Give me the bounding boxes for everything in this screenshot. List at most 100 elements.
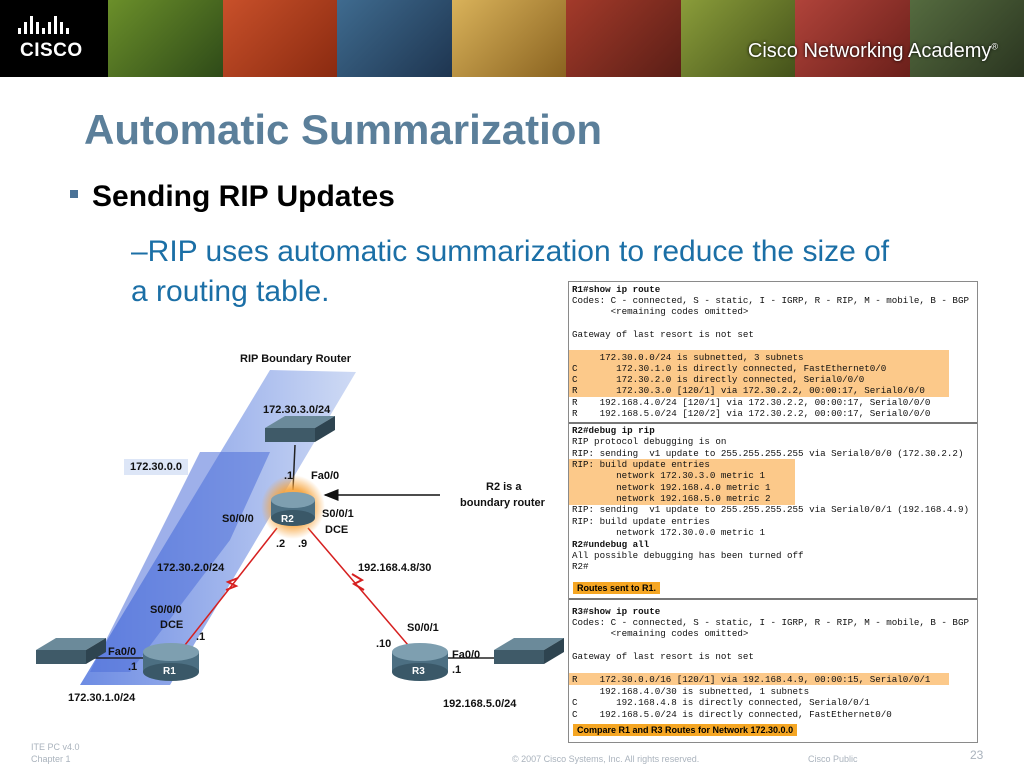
terminal-line: 192.168.4.0/30 is subnetted, 1 subnets: [572, 686, 810, 697]
terminal-line: C 172.30.2.0 is directly connected, Seri…: [572, 374, 865, 385]
r2-s001-ip-label: .9: [298, 538, 308, 550]
footer-course: ITE PC v4.0: [31, 742, 80, 752]
terminal-line: Gateway of last resort is not set: [572, 651, 754, 662]
r3-fa-ip-label: .1: [452, 664, 462, 676]
topology-svg: [36, 370, 564, 685]
r1-highlight: [569, 350, 949, 397]
r2-s000-label: S0/0/0: [222, 513, 254, 525]
terminal-line: RIP: sending v1 update to 255.255.255.25…: [572, 504, 969, 515]
terminal-line: R2#undebug all: [572, 539, 650, 550]
r1-s-ip-label: .1: [196, 631, 206, 643]
bullet-item: Sending RIP Updates: [70, 180, 395, 214]
net-172-30-0-label: 172.30.0.0: [124, 459, 188, 475]
footer-classification: Cisco Public: [808, 754, 858, 764]
switch-172-30-3: [265, 416, 335, 442]
routes-sent-tag: Routes sent to R1.: [573, 582, 661, 594]
net-172-30-3-label: 172.30.3.0/24: [263, 404, 331, 416]
sub-bullet-text: –RIP uses automatic summarization to red…: [131, 235, 890, 308]
router-r1: [143, 643, 199, 681]
header-photo-strip: [108, 0, 1024, 77]
r1-fa-label: Fa0/0: [108, 646, 137, 658]
r2-highlight: [569, 459, 795, 505]
r2-s001-label: S0/0/1: [322, 508, 354, 520]
router-r3: [392, 643, 448, 681]
callout-line-1: R2 is a: [486, 481, 522, 493]
net-172-30-1-label: 172.30.1.0/24: [68, 692, 136, 704]
summary-region-left: [90, 452, 270, 672]
terminal-line: 172.30.0.0/24 is subnetted, 3 subnets: [572, 352, 804, 363]
cisco-bridge-icon: [18, 16, 69, 34]
terminal-divider: [569, 422, 977, 424]
terminal-line: <remaining codes omitted>: [572, 628, 749, 639]
r2-dce-label: DCE: [325, 524, 349, 536]
terminal-line: RIP protocol debugging is on: [572, 436, 727, 447]
terminal-line: RIP: sending v1 update to 255.255.255.25…: [572, 448, 964, 459]
link-r1-r2-zigzag: [225, 577, 239, 591]
terminal-divider: [569, 598, 977, 600]
r2-debug-block: R2#debug ip rip RIP protocol debugging i…: [569, 424, 977, 596]
r1-s000-label: S0/0/0: [150, 604, 182, 616]
terminal-line: <remaining codes omitted>: [572, 306, 749, 317]
diagram-title: RIP Boundary Router: [240, 353, 352, 365]
switch-192-168-5: [494, 638, 564, 664]
r3-highlight: [569, 673, 949, 685]
terminal-line: Codes: C - connected, S - static, I - IG…: [572, 295, 969, 306]
terminal-line: network 172.30.0.0 metric 1: [572, 527, 765, 538]
academy-wordmark: Cisco Networking Academy®: [748, 40, 998, 63]
link-r1-r2: [184, 527, 278, 646]
registered-mark: ®: [991, 41, 998, 52]
net-172-30-2-label: 172.30.2.0/24: [157, 562, 225, 574]
compare-routes-tag: Compare R1 and R3 Routes for Network 172…: [573, 724, 798, 736]
terminal-line: R 172.30.0.0/16 [120/1] via 192.168.4.9,…: [572, 674, 931, 685]
terminal-panel: R1#show ip route Codes: C - connected, S…: [568, 281, 978, 743]
slide-title: Automatic Summarization: [84, 106, 603, 153]
link-r2-r3-zigzag: [351, 573, 365, 591]
terminal-line: network 192.168.4.0 metric 1: [572, 482, 771, 493]
switch-172-30-1: [36, 638, 106, 664]
r2-s000-ip-label: .2: [276, 538, 286, 550]
r3-s001-label: S0/0/1: [407, 622, 439, 634]
r2-fa-ip-label: .1: [284, 470, 294, 482]
terminal-line: network 172.30.3.0 metric 1: [572, 470, 765, 481]
cisco-wordmark: CISCO: [20, 40, 83, 61]
cisco-logo: CISCO: [0, 0, 108, 77]
router-r2-label: R2: [281, 514, 294, 525]
terminal-line: R1#show ip route: [572, 284, 661, 295]
net-192-168-4-label: 192.168.4.8/30: [358, 562, 432, 574]
terminal-line: R 192.168.5.0/24 [120/2] via 172.30.2.2,…: [572, 408, 931, 419]
terminal-line: RIP: build update entries: [572, 459, 710, 470]
footer-copyright: © 2007 Cisco Systems, Inc. All rights re…: [512, 754, 700, 764]
terminal-line: C 192.168.4.8 is directly connected, Ser…: [572, 697, 870, 708]
r3-route-block: R3#show ip route Codes: C - connected, S…: [569, 600, 977, 740]
r3-fa-label: Fa0/0: [452, 649, 481, 661]
academy-text: Cisco Networking Academy: [747, 40, 992, 62]
network-diagram: RIP Boundary Router R2 R1 R3 172.30.3.0/…: [0, 340, 565, 730]
terminal-line: R 192.168.4.0/24 [120/1] via 172.30.2.2,…: [572, 397, 931, 408]
callout-line-2: boundary router: [460, 497, 545, 509]
r2-fa-label: Fa0/0: [311, 470, 340, 482]
bullet-text: Sending RIP Updates: [92, 180, 395, 213]
net-192-168-5-label: 192.168.5.0/24: [443, 698, 517, 710]
r1-route-block: R1#show ip route Codes: C - connected, S…: [569, 282, 977, 421]
r1-dce-label: DCE: [160, 619, 184, 631]
page-number: 23: [970, 748, 984, 762]
router-r3-label: R3: [412, 666, 425, 677]
terminal-line: R3#show ip route: [572, 606, 661, 617]
bullet-square-icon: [70, 190, 78, 199]
terminal-line: Codes: C - connected, S - static, I - IG…: [572, 617, 969, 628]
terminal-line: network 192.168.5.0 metric 2: [572, 493, 771, 504]
terminal-line: Gateway of last resort is not set: [572, 329, 754, 340]
router-r1-label: R1: [163, 666, 176, 677]
footer-chapter: Chapter 1: [31, 754, 71, 764]
r3-s-ip-label: .10: [376, 638, 392, 650]
router-r2: [271, 492, 315, 526]
terminal-line: C 172.30.1.0 is directly connected, Fast…: [572, 363, 887, 374]
terminal-line: RIP: build update entries: [572, 516, 710, 527]
terminal-line: R2#debug ip rip: [572, 425, 655, 436]
terminal-line: C 192.168.5.0/24 is directly connected, …: [572, 709, 892, 720]
terminal-line: R 172.30.3.0 [120/1] via 172.30.2.2, 00:…: [572, 385, 925, 396]
terminal-line: All possible debugging has been turned o…: [572, 550, 804, 561]
header-banner: CISCO Cisco Networking Academy®: [0, 0, 1024, 77]
terminal-line: R2#: [572, 561, 589, 572]
r1-fa-ip-label: .1: [128, 661, 138, 673]
